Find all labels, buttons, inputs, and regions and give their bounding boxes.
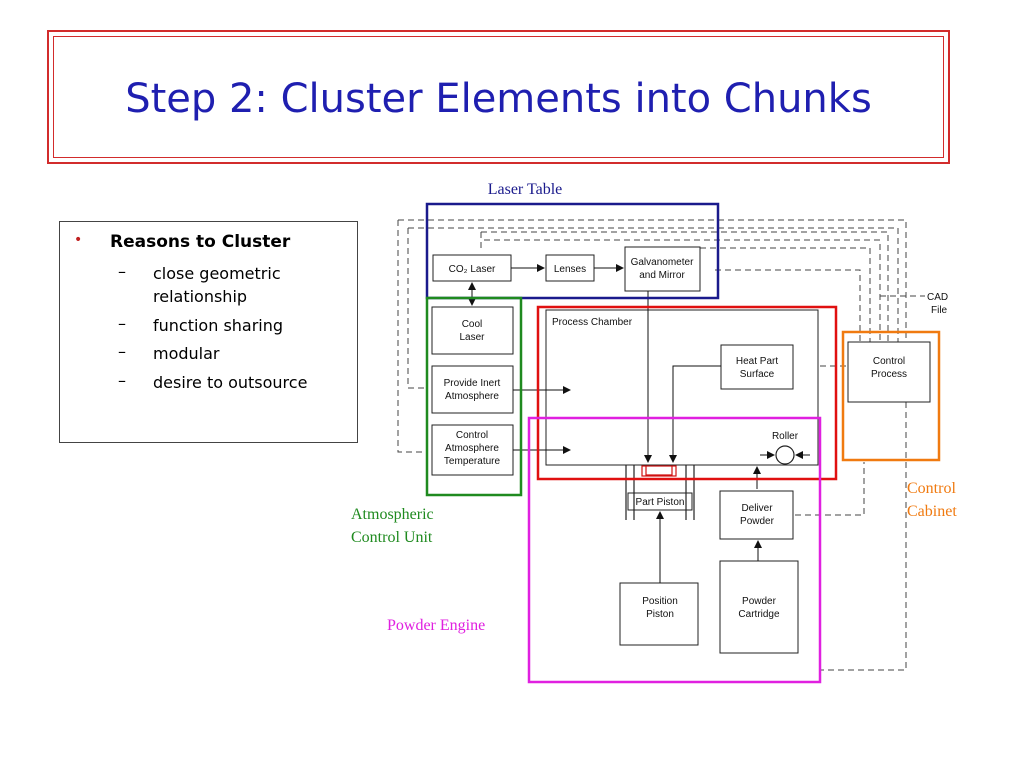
title-frame-inner	[53, 36, 944, 158]
laser-table-frame	[425, 202, 720, 300]
bullet-box: • Reasons to Cluster – close geometric r…	[59, 221, 358, 443]
sub-bullet-label: function sharing	[153, 316, 284, 335]
roller-label: Roller	[772, 431, 799, 442]
bullet-main-label: Reasons to Cluster	[110, 232, 291, 252]
position-piston-block	[619, 582, 699, 646]
galvanometer-label: and Mirror	[639, 270, 685, 281]
heat-part-block	[720, 344, 794, 390]
laser-table-label: Laser Table	[488, 181, 563, 198]
process-chamber-label: Process Chamber	[552, 317, 633, 328]
cool-laser-block	[431, 306, 514, 355]
slide-title: Step 2: Cluster Elements into Chunks	[125, 76, 872, 122]
atmospheric-label: Atmospheric	[351, 506, 434, 523]
powder-cartridge-label: Cartridge	[738, 609, 780, 620]
galvanometer-block	[624, 246, 701, 292]
sub-bullet-label: close geometric relationship	[153, 264, 281, 306]
lenses-label: Lenses	[554, 264, 586, 275]
inert-atmosphere-label: Atmosphere	[445, 391, 499, 402]
galvanometer-label: Galvanometer	[631, 257, 694, 268]
bullet-marker: •	[74, 232, 83, 248]
process-frame	[536, 305, 838, 481]
powder-cartridge-block	[719, 560, 799, 654]
lenses-block	[545, 254, 595, 282]
control-process-block	[847, 341, 931, 403]
control-process-label: Control	[873, 356, 905, 367]
sub-bullet-label: modular	[153, 344, 220, 363]
co2-laser-label: CO₂ Laser	[449, 264, 496, 275]
control-cabinet-label: Control	[907, 480, 956, 497]
sub-bullet-dash: –	[118, 314, 126, 333]
sub-bullet-dash: –	[118, 342, 126, 361]
control-atmosphere-label: Control	[456, 430, 488, 441]
powder-engine-frame	[527, 416, 822, 684]
sub-bullet-dash: –	[118, 371, 126, 390]
inert-atmosphere-label: Provide Inert	[444, 378, 501, 389]
block-outlines	[431, 246, 931, 654]
control-atmosphere-label: Temperature	[444, 456, 501, 467]
powder-engine-label: Powder Engine	[387, 617, 485, 634]
control-cabinet-frame	[841, 330, 941, 462]
solid-arrows	[468, 264, 810, 583]
control-cabinet-label: Cabinet	[907, 503, 957, 520]
deliver-powder-block	[719, 490, 794, 540]
part-piston-label: Part Piston	[636, 497, 685, 508]
part-piston-block	[627, 492, 693, 511]
inert-atmosphere-block	[431, 365, 514, 414]
atmospheric-label: Control Unit	[351, 529, 433, 546]
heat-part-label: Heat Part	[736, 356, 778, 367]
sub-bullet-dash: –	[118, 262, 126, 281]
cad-file-label: File	[931, 305, 948, 316]
cad-file-label: CAD	[927, 292, 948, 303]
position-piston-label: Position	[642, 596, 678, 607]
atmospheric-frame	[425, 296, 523, 497]
control-process-label: Process	[871, 369, 907, 380]
sub-bullet-label: desire to outsource	[153, 373, 308, 392]
powder-cartridge-label: Powder	[742, 596, 777, 607]
cool-laser-label: Laser	[459, 332, 485, 343]
control-atmosphere-block	[431, 424, 514, 476]
piston-hardware	[625, 445, 795, 520]
title-frame: Step 2: Cluster Elements into Chunks	[47, 30, 950, 164]
cool-laser-label: Cool	[462, 319, 483, 330]
deliver-powder-label: Powder	[740, 516, 775, 527]
deliver-powder-label: Deliver	[741, 503, 773, 514]
co2-laser-block	[432, 254, 512, 282]
heat-part-label: Surface	[740, 369, 775, 380]
control-atmosphere-label: Atmosphere	[445, 443, 499, 454]
position-piston-label: Piston	[646, 609, 674, 620]
